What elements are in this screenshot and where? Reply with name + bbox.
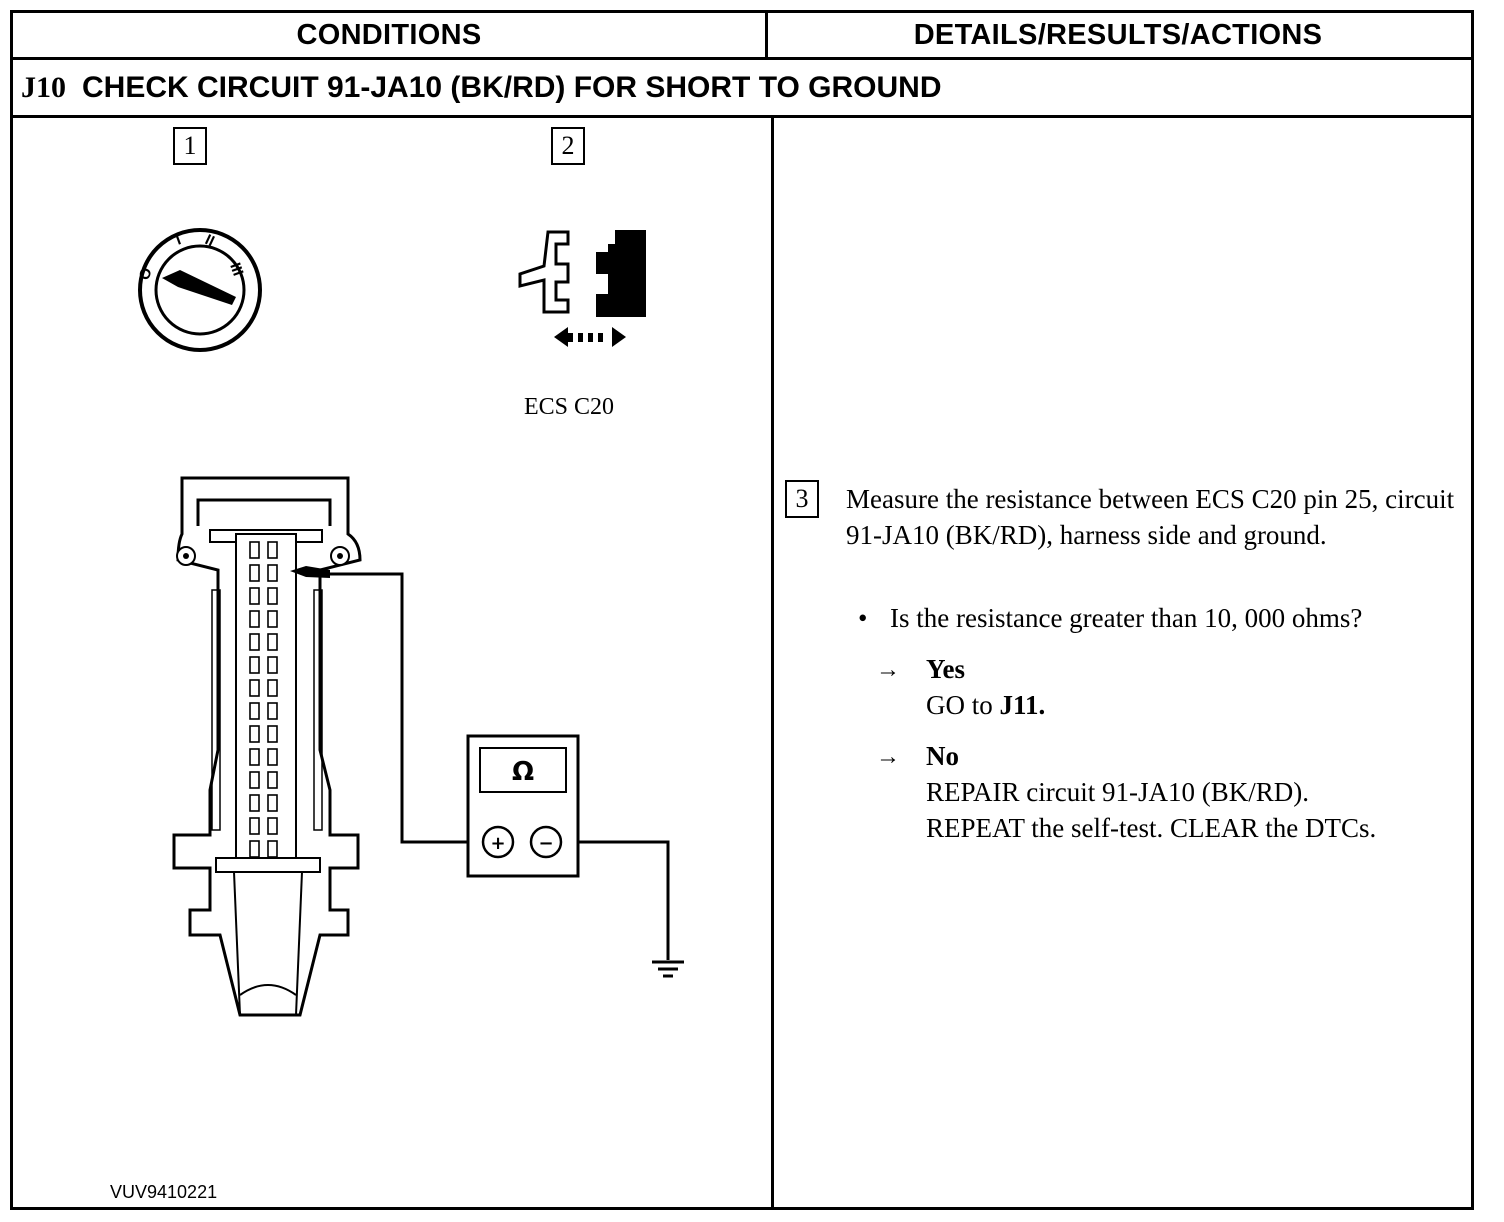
yes-target-step: J11. [999, 690, 1046, 720]
connector-pin [249, 817, 260, 835]
connector-pin [267, 610, 278, 628]
no-action-line-2: REPEAT the self-test. CLEAR the DTCs. [926, 813, 1377, 843]
step-id: J10 [21, 71, 66, 104]
meter-minus-terminal: − [538, 833, 553, 854]
conditions-header: CONDITIONS [296, 18, 482, 51]
no-action-line-1: REPAIR circuit 91-JA10 (BK/RD). [926, 777, 1309, 807]
header-divider [765, 13, 768, 57]
connector-caption: ECS C20 [524, 394, 615, 420]
connector-pin [267, 564, 278, 582]
connector-pin [267, 794, 278, 812]
connector-pin [249, 564, 260, 582]
condition-box-2: 2 [551, 127, 585, 165]
connector-pin [249, 541, 260, 559]
connector-pin [249, 748, 260, 766]
connector-pin [267, 817, 278, 835]
ground-symbol-icon [652, 960, 684, 978]
details-header: DETAILS/RESULTS/ACTIONS [913, 18, 1323, 51]
connector-pin [267, 587, 278, 605]
ignition-pos-3: III [226, 261, 246, 279]
connector-pin [249, 610, 260, 628]
ignition-key-switch-icon: O I II III [136, 228, 262, 352]
connector-pin [249, 679, 260, 697]
no-label: No [926, 741, 959, 771]
ohmmeter-icon: Ω + − [466, 734, 580, 878]
connector-pin-array [249, 541, 278, 858]
question-text: Is the resistance greater than 10, 000 o… [890, 603, 1363, 633]
connector-pin [267, 633, 278, 651]
connector-pin [249, 725, 260, 743]
step-rule [13, 115, 1471, 118]
no-arrow-icon: → [876, 744, 900, 770]
meter-plus-terminal: + [490, 833, 505, 854]
connector-pin [267, 725, 278, 743]
connector-pin [267, 656, 278, 674]
connector-pin [267, 840, 278, 858]
connector-pin [267, 541, 278, 559]
connector-pin [249, 633, 260, 651]
yes-action: GO to J11. [926, 690, 1045, 721]
bullet-icon: • [858, 603, 868, 633]
connector-pin [249, 656, 260, 674]
connector-pin [249, 840, 260, 858]
condition-box-1: 1 [173, 127, 207, 165]
figure-id: VUV9410221 [110, 1182, 218, 1202]
yes-label: Yes [926, 654, 965, 684]
header-rule [13, 57, 1471, 60]
connector-pin [249, 771, 260, 789]
action-box-3: 3 [785, 480, 819, 518]
connector-pin [267, 679, 278, 697]
connector-pin [267, 771, 278, 789]
instruction-text: Measure the resistance between ECS C20 p… [846, 484, 1455, 550]
yes-arrow-icon: → [876, 657, 900, 683]
ignition-pos-1: I [174, 231, 184, 248]
connector-pin [249, 587, 260, 605]
step-title: CHECK CIRCUIT 91-JA10 (BK/RD) FOR SHORT … [82, 71, 942, 104]
column-divider [771, 118, 774, 1207]
connector-pin [249, 702, 260, 720]
yes-action-prefix: GO to [926, 690, 1000, 720]
connector-pin [267, 702, 278, 720]
step-heading: J10 CHECK CIRCUIT 91-JA10 (BK/RD) FOR SH… [21, 61, 942, 115]
procedure-table: CONDITIONS DETAILS/RESULTS/ACTIONS J10 C… [10, 10, 1474, 1210]
connector-pin [267, 748, 278, 766]
disconnect-connector-icon [518, 230, 646, 347]
meter-symbol: Ω [512, 757, 534, 787]
harness-connector-icon: Ω + − [172, 476, 684, 1017]
connector-pin [249, 794, 260, 812]
